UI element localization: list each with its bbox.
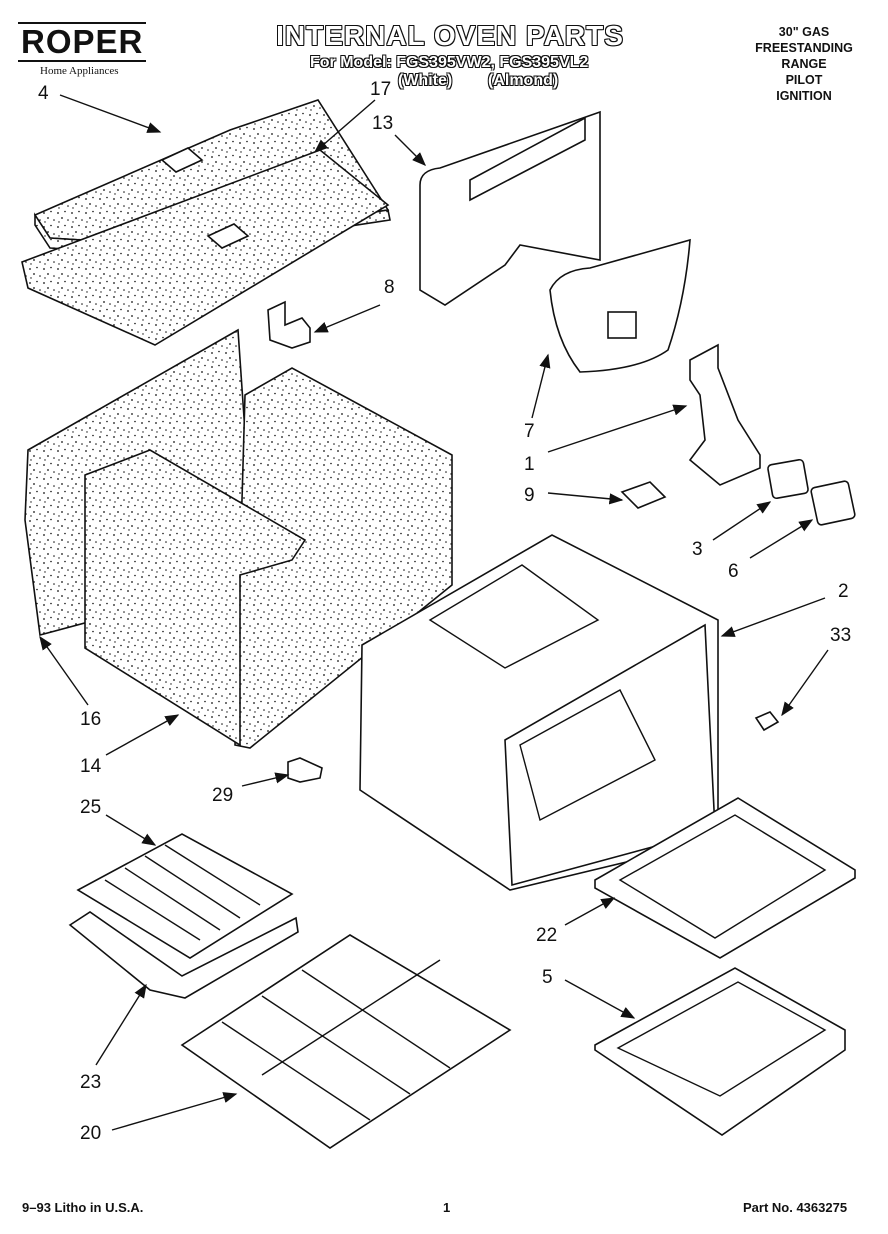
brand-name: ROPER [18, 22, 147, 62]
part-1-burner-bracket [688, 343, 761, 486]
model-almond-label: (Almond) [488, 72, 559, 89]
page-title: INTERNAL OVEN PARTS [276, 20, 624, 51]
callout-4: 4 [38, 83, 49, 104]
part-22-bottom-panel [594, 797, 856, 959]
footer-litho: 9–93 Litho in U.S.A. [22, 1200, 144, 1215]
part-7-heat-shield [549, 238, 691, 373]
callout-23: 23 [80, 1072, 102, 1093]
callout-13: 13 [372, 113, 394, 134]
brand-logo: ROPER Home Appliances [18, 22, 168, 77]
callout-9: 9 [524, 485, 535, 506]
spec-line: PILOT [785, 73, 823, 87]
callout-16: 16 [80, 709, 102, 730]
callout-5: 5 [542, 967, 553, 988]
part-5-burner-box [594, 967, 846, 1136]
part-14-wrap-insulation [84, 367, 453, 749]
spec-line: RANGE [781, 57, 827, 71]
callout-14: 14 [80, 756, 102, 777]
callout-7: 7 [524, 421, 535, 442]
part-33-clip [754, 711, 780, 732]
part-2-oven-cavity [359, 534, 719, 891]
part-17-insulation-pad [21, 149, 390, 346]
callout-25: 25 [80, 797, 102, 818]
callout-29: 29 [212, 785, 234, 806]
part-3-plate [767, 458, 809, 500]
brand-subtitle: Home Appliances [40, 65, 119, 77]
part-29-bracket [287, 757, 323, 783]
spec-block: 30" GAS FREESTANDING RANGE PILOT IGNITIO… [742, 24, 866, 104]
model-white-label: (White) [398, 72, 453, 89]
callout-33: 33 [830, 625, 852, 646]
spec-line: IGNITION [776, 89, 832, 103]
footer-page-number: 1 [443, 1200, 451, 1215]
part-6-plate [810, 480, 856, 526]
part-20-oven-rack [180, 934, 512, 1149]
callout-6: 6 [728, 561, 739, 582]
callout-8: 8 [384, 277, 395, 298]
callout-2: 2 [838, 581, 849, 602]
callout-1: 1 [524, 454, 535, 475]
part-13-flue-duct [419, 110, 601, 306]
leader-lines [39, 94, 829, 1131]
spec-line: FREESTANDING [755, 41, 853, 55]
part-8-bracket [267, 300, 311, 349]
part-25-broil-grid [76, 833, 294, 959]
spec-line: 30" GAS [778, 25, 830, 39]
callout-20: 20 [80, 1123, 102, 1144]
part-9-gasket [620, 481, 667, 509]
footer-part-number: Part No. 4363275 [743, 1200, 848, 1215]
model-line: For Model: FGS395VW2, FGS395VL2 [310, 54, 589, 71]
part-23-broil-pan [68, 911, 299, 999]
callout-3: 3 [692, 539, 703, 560]
callout-22: 22 [536, 925, 558, 946]
callout-17: 17 [370, 79, 392, 100]
